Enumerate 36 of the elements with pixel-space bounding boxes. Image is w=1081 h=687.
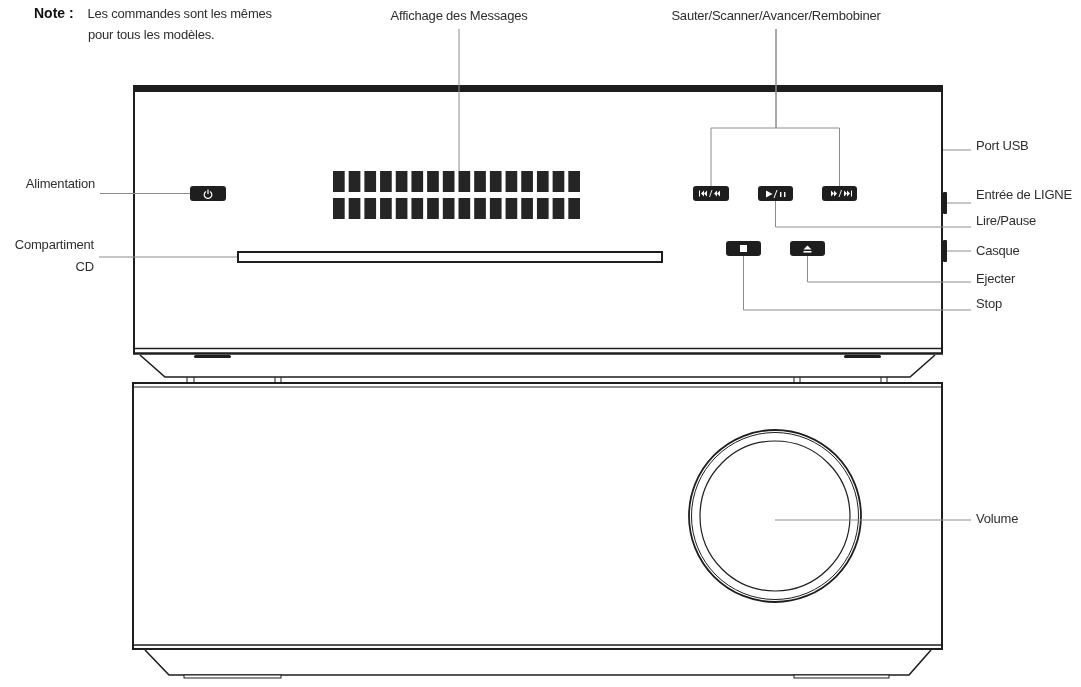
skip-back-button	[693, 186, 729, 201]
cd-player-unit	[133, 85, 943, 355]
headphone-jack	[943, 240, 947, 262]
leader-line	[946, 250, 972, 252]
leader-line	[774, 519, 972, 521]
callout-label: Ejecter	[976, 271, 1016, 287]
display-panel	[333, 171, 580, 219]
callout-label: Affichage des Messages	[390, 8, 528, 24]
stop-button	[726, 241, 761, 256]
line-in-jack	[943, 192, 947, 214]
callout-label: Alimentation	[25, 176, 95, 192]
play-pause-button	[758, 186, 793, 201]
power-button	[190, 186, 226, 201]
callout-label: Lire/Pause	[976, 213, 1037, 229]
callout-label: Compartiment CD	[0, 234, 94, 278]
leader-line	[743, 255, 972, 311]
amplifier-unit	[132, 382, 943, 650]
skip-forward-button	[822, 186, 857, 201]
leader-line	[99, 193, 191, 194]
callout-label: Port USB	[976, 138, 1029, 154]
callout-label: Casque	[976, 243, 1020, 259]
callout-label: Stop	[976, 296, 1002, 312]
callout-label: Volume	[976, 511, 1019, 527]
leader-line	[458, 28, 460, 172]
callout-label: Sauter/Scanner/Avancer/Rembobiner	[671, 8, 881, 24]
leader-line	[946, 202, 972, 204]
leader-line	[942, 149, 972, 151]
note-text: Note : Les commandes sont les mêmes pour tous les modèles.	[34, 4, 273, 44]
leader-line	[775, 28, 840, 187]
volume-knob	[688, 429, 862, 603]
leader-line	[807, 255, 972, 283]
eject-button	[790, 241, 825, 256]
callout-label: Entrée de LIGNE	[976, 187, 1072, 203]
leader-line	[775, 200, 972, 228]
disc-slot	[237, 251, 663, 263]
leader-line	[98, 256, 238, 258]
